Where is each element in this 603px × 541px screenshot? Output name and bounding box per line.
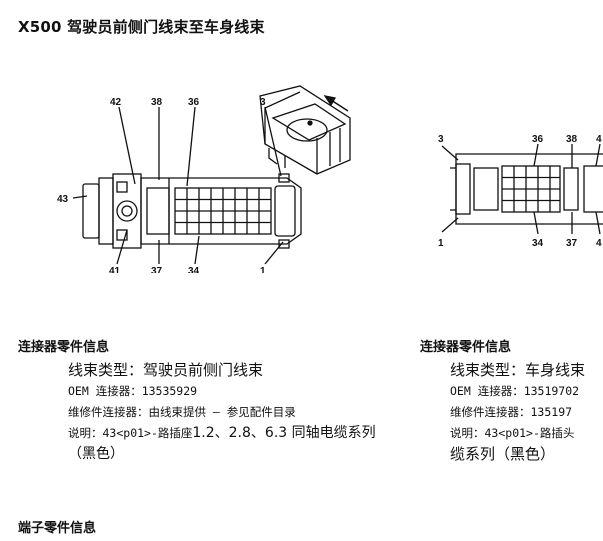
- callout-37: 37: [566, 238, 578, 249]
- left-connector-diagram: 42 38 36 3 43 41 37 34 1: [57, 85, 351, 273]
- callout-38: 38: [566, 134, 578, 145]
- callout-4: 4: [596, 134, 602, 145]
- callout-34: 34: [532, 238, 544, 249]
- terminal-info-heading: 端子零件信息: [18, 521, 97, 536]
- service-connector: 维修件连接器：135197: [450, 405, 573, 419]
- callout-4: 4: [596, 238, 602, 249]
- connector-description-prefix: 说明：43<p01>-路插头: [450, 426, 575, 440]
- connector-info-right: 线束类型：车身线束 OEM 连接器：13519702 维修件连接器：135197…: [450, 360, 603, 465]
- connector-description-rest: 缆系列（黑色）: [450, 445, 556, 463]
- perspective-view: [259, 85, 351, 175]
- callout-41: 41: [109, 266, 121, 273]
- direction-arrow: [330, 99, 349, 112]
- callout-38: 38: [151, 97, 163, 108]
- harness-type: 线束类型：驾驶员前侧门线束: [68, 361, 264, 379]
- page-title: X500 驾驶员前侧门线束至车身线束: [18, 18, 265, 36]
- connector-info-left: 线束类型：驾驶员前侧门线束 OEM 连接器：13535929 维修件连接器：由线…: [68, 360, 398, 465]
- callout-3: 3: [260, 97, 266, 108]
- connector-info-heading-left: 连接器零件信息: [18, 340, 110, 355]
- connector-info-heading-right: 连接器零件信息: [420, 340, 512, 355]
- callout-37: 37: [151, 266, 163, 273]
- callout-1: 1: [260, 266, 266, 273]
- callout-34: 34: [188, 266, 200, 273]
- callout-1: 1: [438, 238, 444, 249]
- service-connector: 维修件连接器：由线束提供 – 参见配件目录: [68, 405, 296, 419]
- callout-43: 43: [57, 194, 69, 205]
- callout-3: 3: [438, 134, 444, 145]
- oem-connector: OEM 连接器：13519702: [450, 384, 580, 398]
- oem-connector: OEM 连接器：13535929: [68, 384, 198, 398]
- right-connector-diagram: 3 36 38 4 1 34 37 4: [438, 134, 603, 249]
- callout-36: 36: [532, 134, 544, 145]
- callout-36: 36: [188, 97, 200, 108]
- callout-42: 42: [110, 97, 122, 108]
- connector-description: 说明：43<p01>-路插座1.2、2.8、6.3 同轴电缆系列（黑色）: [68, 425, 376, 462]
- harness-type: 线束类型：车身线束: [450, 361, 586, 379]
